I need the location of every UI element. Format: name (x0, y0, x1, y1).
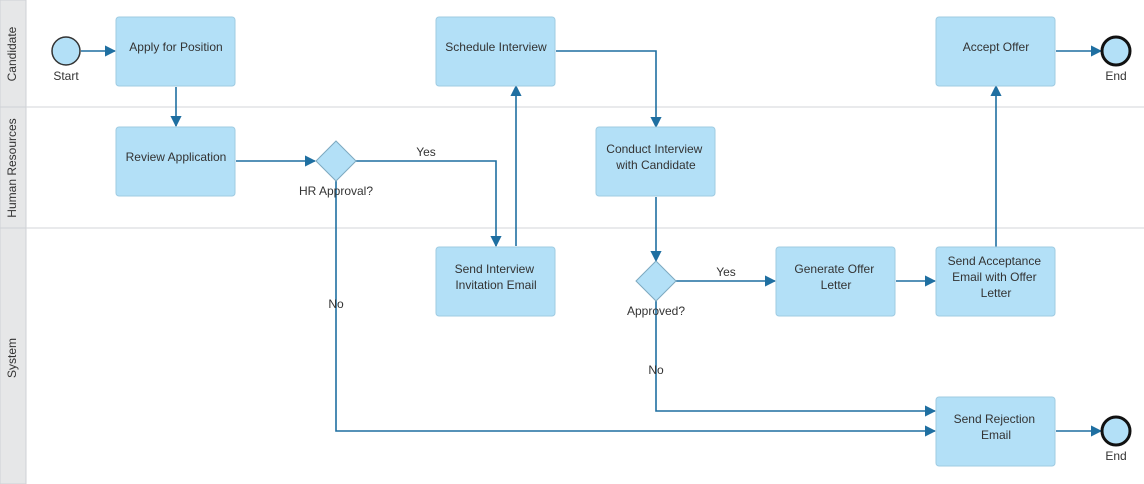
task-box (935, 396, 1056, 467)
task-box (115, 16, 236, 87)
flow-hr-approval-no[interactable] (335, 181, 937, 437)
flow-hr-approval-yes[interactable] (356, 160, 502, 248)
task-label-line: Send Acceptance (948, 254, 1042, 268)
task-box (595, 126, 716, 197)
task-label-line: Email (981, 428, 1011, 442)
flow-label-yes: Yes (416, 145, 436, 159)
flow-label-no: No (328, 297, 344, 311)
task-send-rejection-email[interactable]: Send Rejection Email (935, 396, 1056, 467)
flow-label-yes: Yes (716, 265, 736, 279)
gateway-diamond (315, 140, 357, 182)
gateway-label: HR Approval? (299, 184, 373, 198)
lane-header-system (0, 227, 27, 484)
task-label: Conduct Interview with Candidate (606, 142, 705, 172)
task-box (935, 246, 1056, 317)
task-label-line: Conduct Interview (606, 142, 702, 156)
task-review-application[interactable]: Review Application (115, 126, 236, 197)
task-label-line: Send Rejection (954, 412, 1035, 426)
gateway-hr-approval[interactable]: HR Approval? (299, 140, 373, 198)
task-label: Generate Offer Letter (794, 262, 877, 292)
end-event-accepted[interactable]: End (1100, 35, 1132, 83)
start-event-circle (51, 36, 81, 66)
gateway-diamond (635, 260, 677, 302)
lane-system: System (0, 227, 27, 484)
task-label-line: Generate Offer (794, 262, 874, 276)
lane-candidate: Candidate (0, 0, 27, 108)
task-box (115, 126, 236, 197)
task-label: Schedule Interview (445, 40, 547, 54)
task-send-acceptance-email[interactable]: Send Acceptance Email with Offer Letter (935, 246, 1056, 317)
task-label-line: Letter (821, 278, 852, 292)
lane-header-candidate (0, 0, 27, 108)
task-apply-for-position[interactable]: Apply for Position (115, 16, 236, 87)
flow-schedule-to-conduct[interactable] (556, 50, 662, 129)
lane-label-system: System (5, 338, 19, 378)
end-event-rejected[interactable]: End (1100, 415, 1132, 463)
task-conduct-interview[interactable]: Conduct Interview with Candidate (595, 126, 716, 197)
end-event-circle (1100, 35, 1132, 67)
end-event-label: End (1105, 449, 1126, 463)
task-label-line: Schedule Interview (445, 40, 547, 54)
task-label: Review Application (126, 150, 227, 164)
task-label-line: Send Interview (455, 262, 535, 276)
flow-label-no: No (648, 363, 664, 377)
task-label-line: Review Application (126, 150, 227, 164)
task-label-line: Apply for Position (129, 40, 222, 54)
flow-approved-no[interactable] (655, 301, 937, 417)
task-box (935, 16, 1056, 87)
lane-human-resources: Human Resources (0, 106, 27, 229)
task-label: Send Rejection Email (954, 412, 1039, 442)
task-label: Send Acceptance Email with Offer Letter (948, 254, 1045, 300)
task-box (435, 246, 556, 317)
sequence-flows (81, 45, 1103, 437)
gateway-approved[interactable]: Approved? (627, 260, 685, 318)
task-label-line: Accept Offer (963, 40, 1029, 54)
task-generate-offer-letter[interactable]: Generate Offer Letter (775, 246, 896, 317)
lane-header-hr (0, 106, 27, 229)
task-box (775, 246, 896, 317)
gateway-label: Approved? (627, 304, 685, 318)
task-label: Send Interview Invitation Email (455, 262, 538, 292)
task-send-interview-invitation[interactable]: Send Interview Invitation Email (435, 246, 556, 317)
end-event-label: End (1105, 69, 1126, 83)
lane-label-hr: Human Resources (5, 118, 19, 217)
task-label-line: Letter (981, 286, 1012, 300)
end-event-circle (1100, 415, 1132, 447)
start-event-label: Start (53, 69, 79, 83)
task-box (435, 16, 556, 87)
task-label-line: with Candidate (615, 158, 696, 172)
task-label: Accept Offer (963, 40, 1029, 54)
start-event[interactable]: Start (51, 36, 81, 83)
task-label-line: Email with Offer (952, 270, 1036, 284)
task-label-line: Invitation Email (455, 278, 536, 292)
lane-label-candidate: Candidate (5, 26, 19, 81)
task-label: Apply for Position (129, 40, 222, 54)
task-accept-offer[interactable]: Accept Offer (935, 16, 1056, 87)
task-schedule-interview[interactable]: Schedule Interview (435, 16, 556, 87)
